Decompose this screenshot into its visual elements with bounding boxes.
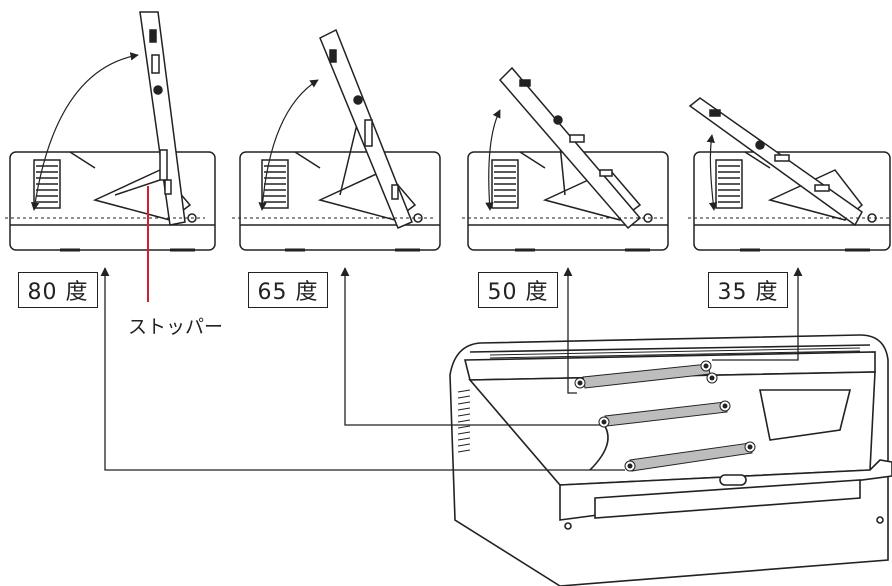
dock-35-degrees [688,97,891,252]
dock-50-degrees [467,66,669,252]
tablet-50-icon [498,66,642,230]
vent-grille-icon [715,159,743,209]
stopper-label: ストッパー [128,316,224,338]
support-bar-35 [574,360,718,389]
angle-label-50: 50 度 [478,272,558,308]
tablet-65-icon [319,28,413,229]
dock-perspective-view [449,334,892,586]
vent-grille-icon [261,159,289,209]
angle-label-65: 65 度 [248,272,328,308]
vent-grille-icon [33,159,61,209]
side-vent-icon [457,389,471,453]
dock-65-degrees [239,28,441,252]
support-bar-50 [598,400,731,428]
support-bar-65 [624,441,756,472]
tablet-80-icon [139,11,186,226]
vent-grille-icon [491,159,519,209]
connector-lines [100,267,803,471]
dock-80-degrees [9,11,216,252]
angle-label-35: 35 度 [708,272,788,308]
tablet-35-icon [688,97,863,227]
angle-label-80: 80 度 [18,272,98,308]
